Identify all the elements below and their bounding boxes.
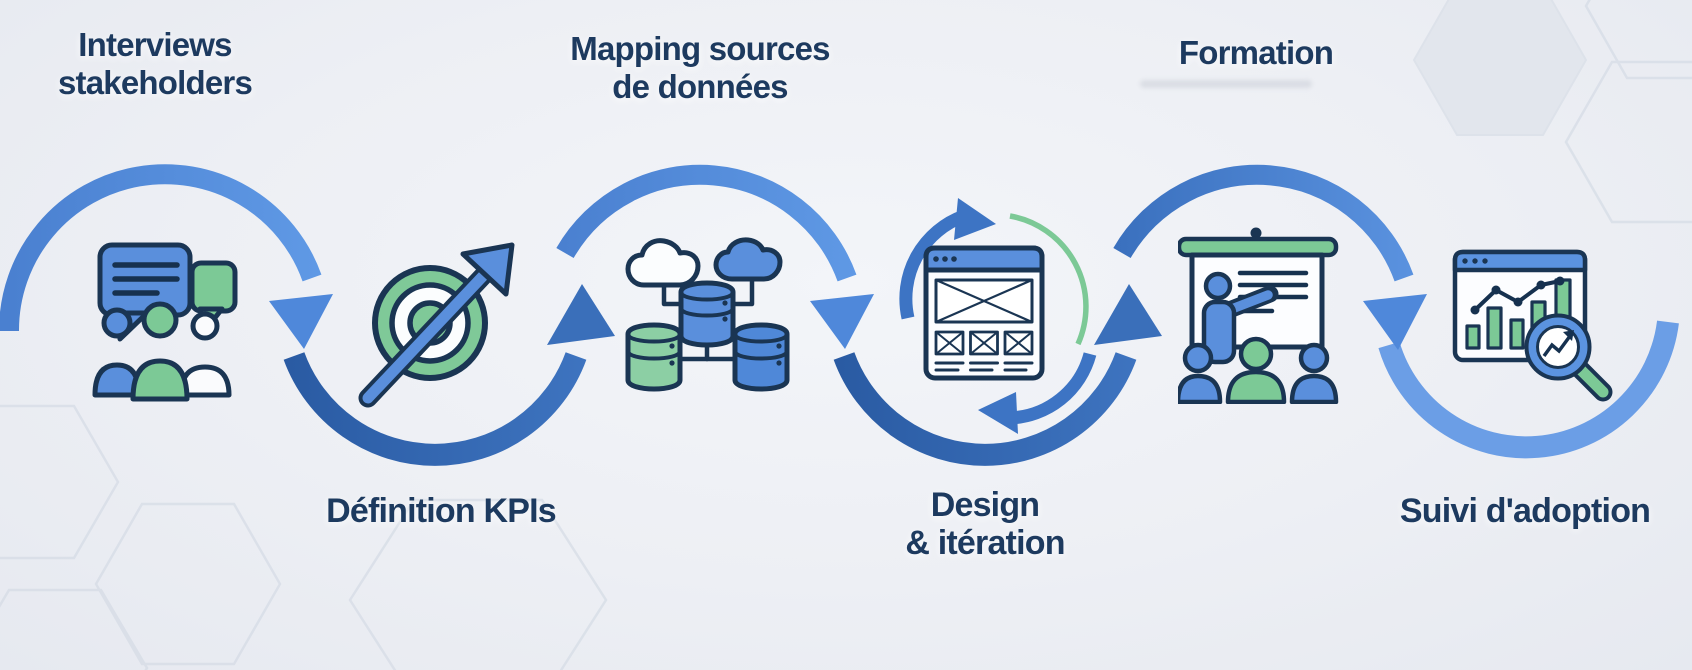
wave-crest-1 [0, 164, 322, 332]
step-label-line: Définition KPIs [326, 492, 557, 530]
speech-bubbles-people-icon [92, 242, 238, 402]
wave-trough-3 [1378, 320, 1679, 459]
wireframe-iteration-icon [899, 198, 1097, 434]
step-label-line: de données [612, 68, 788, 105]
flow-arrow-down-icon [269, 294, 333, 349]
wave-crest-2 [556, 164, 857, 282]
wave-trough-1 [283, 352, 587, 466]
flow-arrow-up-icon [1094, 284, 1162, 345]
step-label-line: & itération [905, 524, 1065, 562]
wave-trough-2 [833, 352, 1137, 466]
step-label-interviews: Interviews stakeholders [58, 26, 253, 102]
step-label-line: Suivi d'adoption [1399, 492, 1651, 530]
hexagon-filled [1412, 0, 1588, 136]
step-label-formation: Formation [1178, 34, 1334, 72]
hexagon-outline [1564, 60, 1692, 224]
hexagon-outline [0, 404, 120, 560]
erased-text-artifact [1140, 80, 1312, 88]
hexagon-outline [0, 588, 149, 670]
step-label-design-iteration: Design & itération [905, 486, 1065, 562]
flow-arrow-down-icon [1363, 294, 1427, 350]
presentation-training-icon [1178, 227, 1339, 404]
step-label-line: Formation [1178, 34, 1334, 71]
step-label-line: stakeholders [58, 64, 253, 101]
flow-arrow-down-icon [810, 294, 874, 349]
hexagon-outline [1584, 0, 1692, 80]
step-label-definition-kpis: Définition KPIs [326, 492, 557, 530]
flow-arrow-up-icon [547, 284, 615, 345]
dashboard-magnifier-icon [1452, 249, 1613, 402]
step-label-mapping-sources: Mapping sources de données [570, 30, 830, 106]
hexagon-outline [348, 498, 608, 670]
target-arrow-icon [358, 242, 515, 408]
step-label-line: Mapping sources [570, 30, 830, 67]
hexagon-outline [94, 502, 282, 666]
step-label-line: Interviews [78, 26, 232, 63]
cloud-databases-icon [625, 237, 790, 392]
wave-crest-3 [1113, 164, 1414, 282]
step-label-line: Design [930, 486, 1040, 524]
step-label-suivi-adoption: Suivi d'adoption [1399, 492, 1651, 530]
